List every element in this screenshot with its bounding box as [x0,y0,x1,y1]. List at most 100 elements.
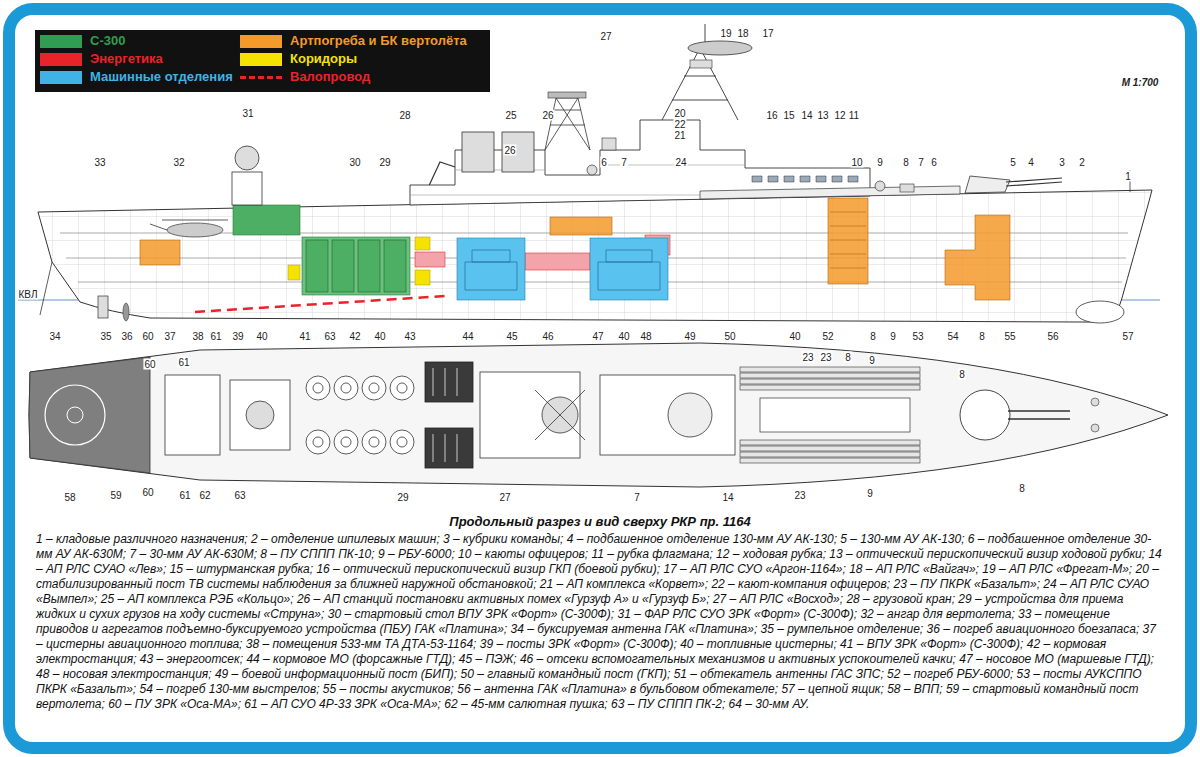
callout-number: 19 [719,28,732,39]
fore-mast [662,24,738,120]
missile-tube [700,186,960,199]
callout-number: 60 [141,331,154,342]
radar-dish [235,146,259,170]
callout-number: 6 [930,157,938,168]
missile-tube [740,458,920,463]
legend-item: Артпогреба и БК вертолёта [240,33,467,49]
legend-text: Энергетика [90,51,163,67]
callout-number: 4 [1027,157,1035,168]
legend-item: С-300 [40,33,125,49]
legend-text: Коридоры [290,51,357,67]
gun-turret [965,176,1010,193]
callout-number: 26 [503,145,516,156]
turbine-sketch [465,250,660,290]
launcher-hatch [313,383,323,393]
callout-number: 57 [1121,331,1134,342]
legend-text: Машинные отделения [90,69,233,85]
callout-number: 3 [1058,157,1066,168]
legend-text: Валопровод [290,69,370,85]
callout-number: 48 [639,331,652,342]
callout-number: 34 [48,331,61,342]
callout-number: 60 [141,487,154,498]
callout-number: 20 [673,108,686,119]
callout-number: 8 [902,157,910,168]
legend-line-sample [240,76,282,79]
gun-barrel [1006,178,1062,186]
callout-number: 41 [298,331,311,342]
callout-number: 47 [591,331,604,342]
radar-deckhouse [230,380,290,450]
gun-turret-top [960,390,1010,440]
launcher-circle [362,430,386,454]
legend-swatch [240,53,282,66]
callout-number: 40 [255,331,268,342]
legend-item: Коридоры [240,51,357,67]
callout-number: 39 [231,331,244,342]
callout-number: 8 [958,369,966,380]
helipad [29,357,150,473]
radar-antenna [690,60,712,68]
callout-number: 12 [833,110,846,121]
callout-number: 25 [504,110,517,121]
callout-number: 9 [876,157,884,168]
callout-number: 37 [163,331,176,342]
legend-swatch [240,35,282,48]
callout-number: 23 [819,352,832,363]
callout-number: 9 [866,488,874,499]
launcher-hatch [313,437,323,447]
callout-number: 22 [673,119,686,130]
legend-item: Машинные отделения [40,69,233,85]
s300-launchers [306,376,414,454]
towed-antenna-cable [40,262,52,315]
magazine-rack [830,212,866,268]
callout-number: 10 [850,157,863,168]
callout-number: 61 [177,357,190,368]
s300-drum [332,240,354,292]
missile-tube [740,440,920,445]
callout-number: 54 [946,331,959,342]
callout-number: 6 [600,157,608,168]
callout-number: 58 [63,492,76,503]
legend-swatch [40,35,82,48]
propeller [123,303,129,321]
launcher-circle [362,376,386,400]
callout-number: 32 [172,157,185,168]
figure-caption: 1 – кладовые различного назначения; 2 – … [36,532,1164,712]
callout-number: 31 [241,108,254,119]
radar-top [668,393,712,437]
callout-number: 61 [209,331,222,342]
missile-tube [740,452,920,457]
callout-number: 21 [673,130,686,141]
callout-number: 1 [1124,171,1132,182]
s300-drum [358,240,380,292]
magazine-compartment [828,198,868,284]
callout-number: 9 [868,355,876,366]
callout-number: 44 [461,331,474,342]
legend-text: Артпогреба и БК вертолёта [290,33,467,49]
callout-number: 30 [348,157,361,168]
ecm-antenna [548,92,586,98]
radar-dish [246,401,274,429]
callout-number: 63 [233,490,246,501]
callout-number: 46 [541,331,554,342]
hull-top [29,343,1168,487]
legend-item: Валопровод [240,69,370,85]
hull-side [38,190,1152,322]
callout-number: 15 [782,110,795,121]
callout-number: 8 [844,352,852,363]
helicopter [167,223,223,237]
deckhouse-top [480,372,580,458]
callout-number: 60 [143,359,156,370]
hangar-roof [165,375,220,455]
callout-number: 26 [541,110,554,121]
callout-number: 42 [348,331,361,342]
callout-number: 7 [633,492,641,503]
power-compartment [525,253,590,270]
launcher-hatch [397,437,407,447]
callout-number: 29 [378,157,391,168]
callout-number: 2 [1078,157,1086,168]
ciws-mount [587,165,597,175]
helicopter-rotor [150,220,228,230]
legend-swatch [40,71,82,84]
callout-number: 36 [120,331,133,342]
